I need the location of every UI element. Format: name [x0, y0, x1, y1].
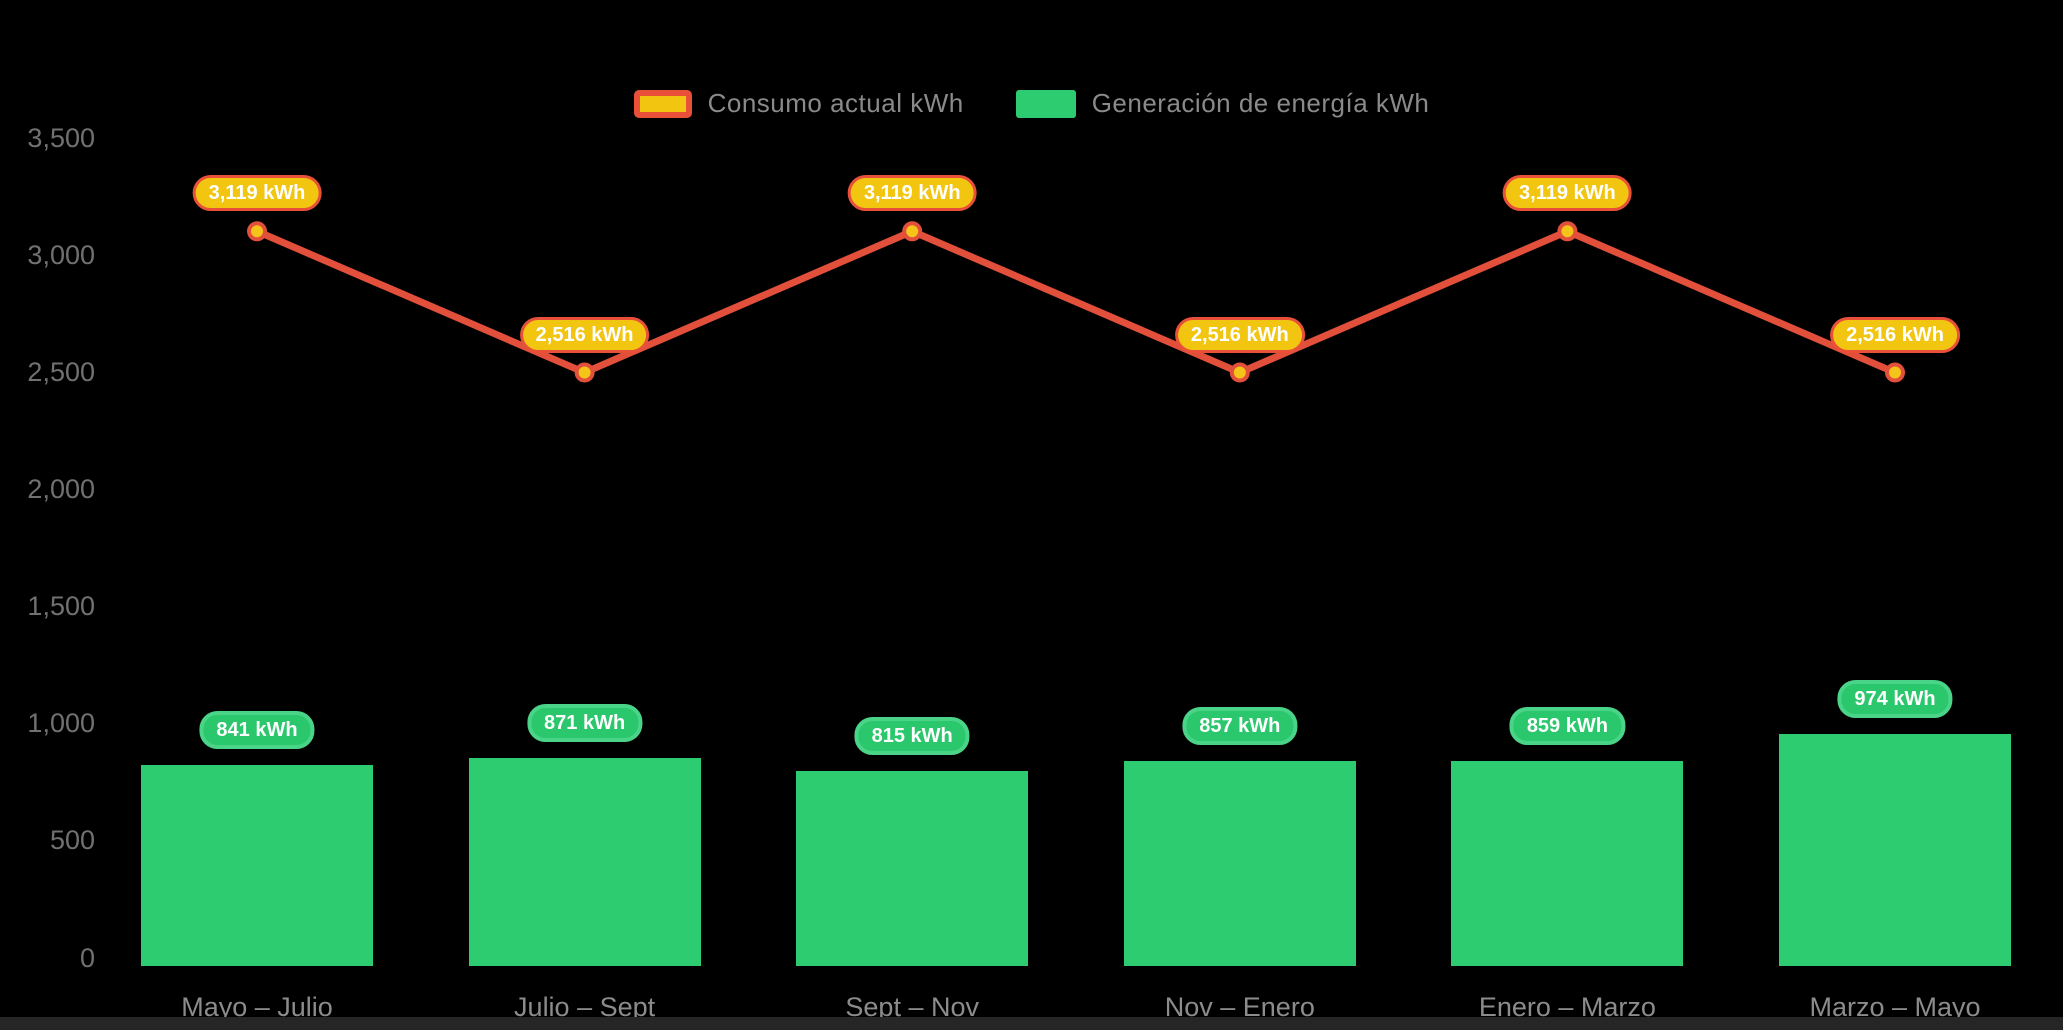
bar-value-label: 974 kWh [1837, 679, 1953, 718]
consumo-data-point[interactable] [574, 362, 595, 383]
y-axis-tick-label: 3,000 [27, 239, 95, 270]
generacion-bar[interactable] [796, 771, 1029, 966]
consumo-data-point[interactable] [1557, 221, 1578, 242]
bar-value-label: 841 kWh [199, 710, 315, 749]
y-axis-tick-label: 2,500 [27, 356, 95, 387]
line-value-label: 2,516 kWh [1174, 316, 1305, 353]
consumo-data-point[interactable] [247, 221, 267, 242]
bar-value-label: 857 kWh [1182, 707, 1298, 746]
bar-value-label: 815 kWh [854, 717, 970, 756]
x-axis-category-label: Nov – Enero [1164, 992, 1315, 1022]
generacion-swatch-icon [1015, 89, 1076, 118]
line-value-label: 3,119 kWh [847, 175, 977, 212]
x-axis-category-label: Julio – Sept [514, 992, 656, 1022]
y-axis-tick-label: 0 [79, 942, 95, 973]
consumo-line [253, 227, 1899, 377]
generacion-bar[interactable] [1451, 760, 1684, 966]
y-axis-tick-label: 1,000 [27, 708, 95, 739]
x-axis-category-label: Marzo – Mayo [1809, 992, 1981, 1022]
x-axis-category-label: Sept – Nov [845, 992, 979, 1022]
y-axis-tick-label: 1,500 [27, 591, 95, 622]
x-axis-category-label: Enero – Marzo [1478, 992, 1656, 1022]
generacion-bar[interactable] [468, 757, 701, 966]
y-axis-tick-label: 500 [49, 825, 95, 856]
bar-value-label: 871 kWh [527, 703, 643, 742]
consumo-data-point[interactable] [1229, 362, 1250, 383]
y-axis-tick-label: 3,500 [27, 122, 95, 153]
bottom-strip [0, 1017, 2063, 1030]
generacion-bar[interactable] [1779, 733, 2011, 966]
line-value-label: 3,119 kWh [1503, 175, 1632, 212]
line-value-label: 3,119 kWh [192, 175, 322, 212]
line-value-label: 2,516 kWh [519, 316, 650, 353]
generacion-bar[interactable] [1123, 761, 1356, 966]
legend-label-generacion: Generación de energía kWh [1091, 88, 1430, 118]
consumo-data-point[interactable] [1885, 362, 1905, 383]
line-value-label: 2,516 kWh [1830, 316, 1960, 353]
consumo-swatch-icon [633, 89, 692, 118]
legend-item-consumo[interactable]: Consumo actual kWh [633, 88, 964, 119]
y-axis-tick-label: 2,000 [27, 473, 95, 504]
bar-value-label: 859 kWh [1509, 706, 1625, 745]
x-axis-category-label: Mayo – Julio [181, 992, 333, 1022]
legend: Consumo actual kWh Generación de energía… [0, 88, 2063, 119]
legend-item-generacion[interactable]: Generación de energía kWh [1015, 88, 1430, 119]
consumo-data-point[interactable] [902, 221, 923, 242]
generacion-bar[interactable] [141, 764, 373, 966]
legend-label-consumo: Consumo actual kWh [707, 88, 964, 118]
